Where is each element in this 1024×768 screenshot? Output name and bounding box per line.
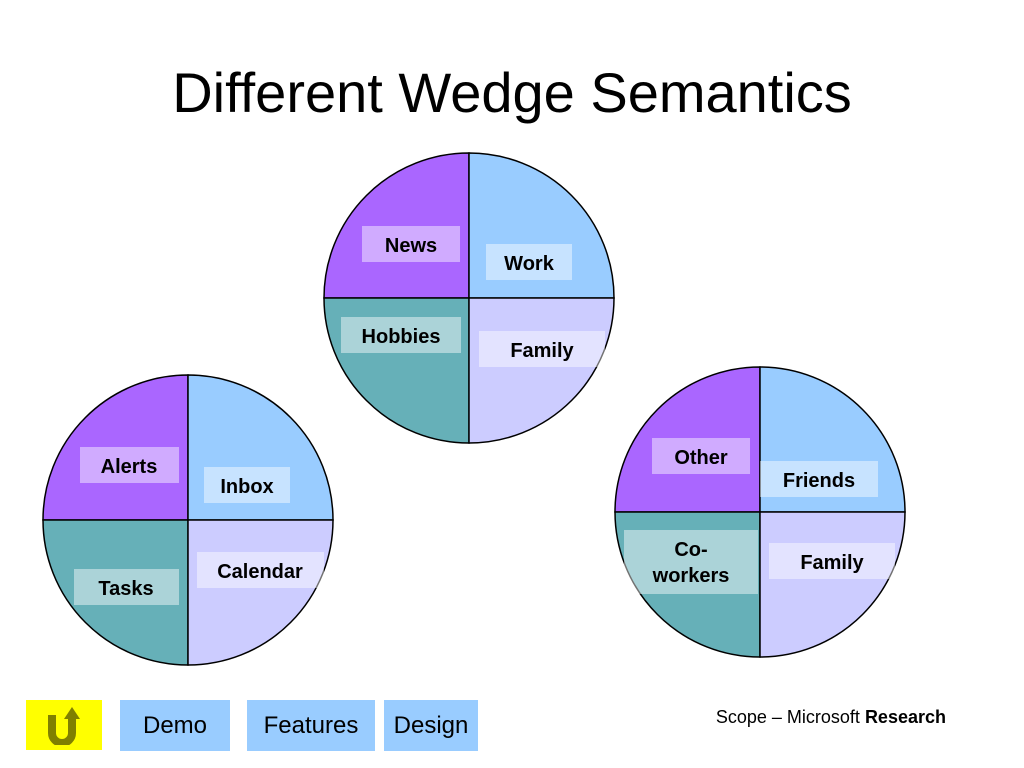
back-button[interactable] xyxy=(26,700,102,750)
wedge-label-box xyxy=(486,244,572,280)
wedge-label: Hobbies xyxy=(362,326,441,348)
wedge-label-box xyxy=(362,226,460,262)
pie-wedge[interactable] xyxy=(468,297,615,444)
wedge-label-box xyxy=(341,317,461,353)
wedge-label: Family xyxy=(510,340,574,362)
wedge-label-box xyxy=(74,569,179,605)
pie-wedge[interactable] xyxy=(187,519,334,666)
wedge-label: Tasks xyxy=(98,578,153,600)
u-turn-arrow-icon xyxy=(48,707,80,745)
pie-wedge[interactable] xyxy=(468,152,615,299)
pie-wedge[interactable] xyxy=(42,374,189,521)
wedge-label-box xyxy=(624,530,758,594)
demo-button[interactable]: Demo xyxy=(120,700,230,751)
footer-credit: Scope – Microsoft Research xyxy=(716,707,946,728)
wedge-label-box xyxy=(479,331,605,367)
wedge-label: Friends xyxy=(783,470,855,492)
pie-wedge[interactable] xyxy=(759,366,906,513)
wedge-label: Calendar xyxy=(217,561,303,583)
wedge-label: Co-workers xyxy=(652,539,730,587)
wedge-label-box xyxy=(652,438,750,474)
pie-wedge[interactable] xyxy=(42,519,189,666)
pie-wedge[interactable] xyxy=(187,374,334,521)
pie-wedge[interactable] xyxy=(614,366,761,513)
pie-wedge[interactable] xyxy=(614,511,761,658)
design-button[interactable]: Design xyxy=(384,700,478,751)
pie-wedge[interactable] xyxy=(323,152,470,299)
pie-wedge[interactable] xyxy=(759,511,906,658)
wedge-label-box xyxy=(769,543,895,579)
features-button[interactable]: Features xyxy=(247,700,375,751)
wedge-label: Work xyxy=(504,253,555,275)
wedge-label: Other xyxy=(674,447,728,469)
wedge-label: Family xyxy=(800,552,864,574)
pie-wedge[interactable] xyxy=(323,297,470,444)
slide-title: Different Wedge Semantics xyxy=(172,61,852,124)
footer-prefix: Scope – Microsoft xyxy=(715,707,865,727)
wedge-label: News xyxy=(385,235,437,257)
wedge-label-box xyxy=(80,447,179,483)
wedge-label-box xyxy=(760,461,878,497)
wedge-label: Alerts xyxy=(101,456,158,478)
footer-bold: Research xyxy=(864,707,946,727)
wedge-label-box xyxy=(204,467,290,503)
wedge-label-box xyxy=(197,552,324,588)
wedge-label: Inbox xyxy=(220,476,273,498)
